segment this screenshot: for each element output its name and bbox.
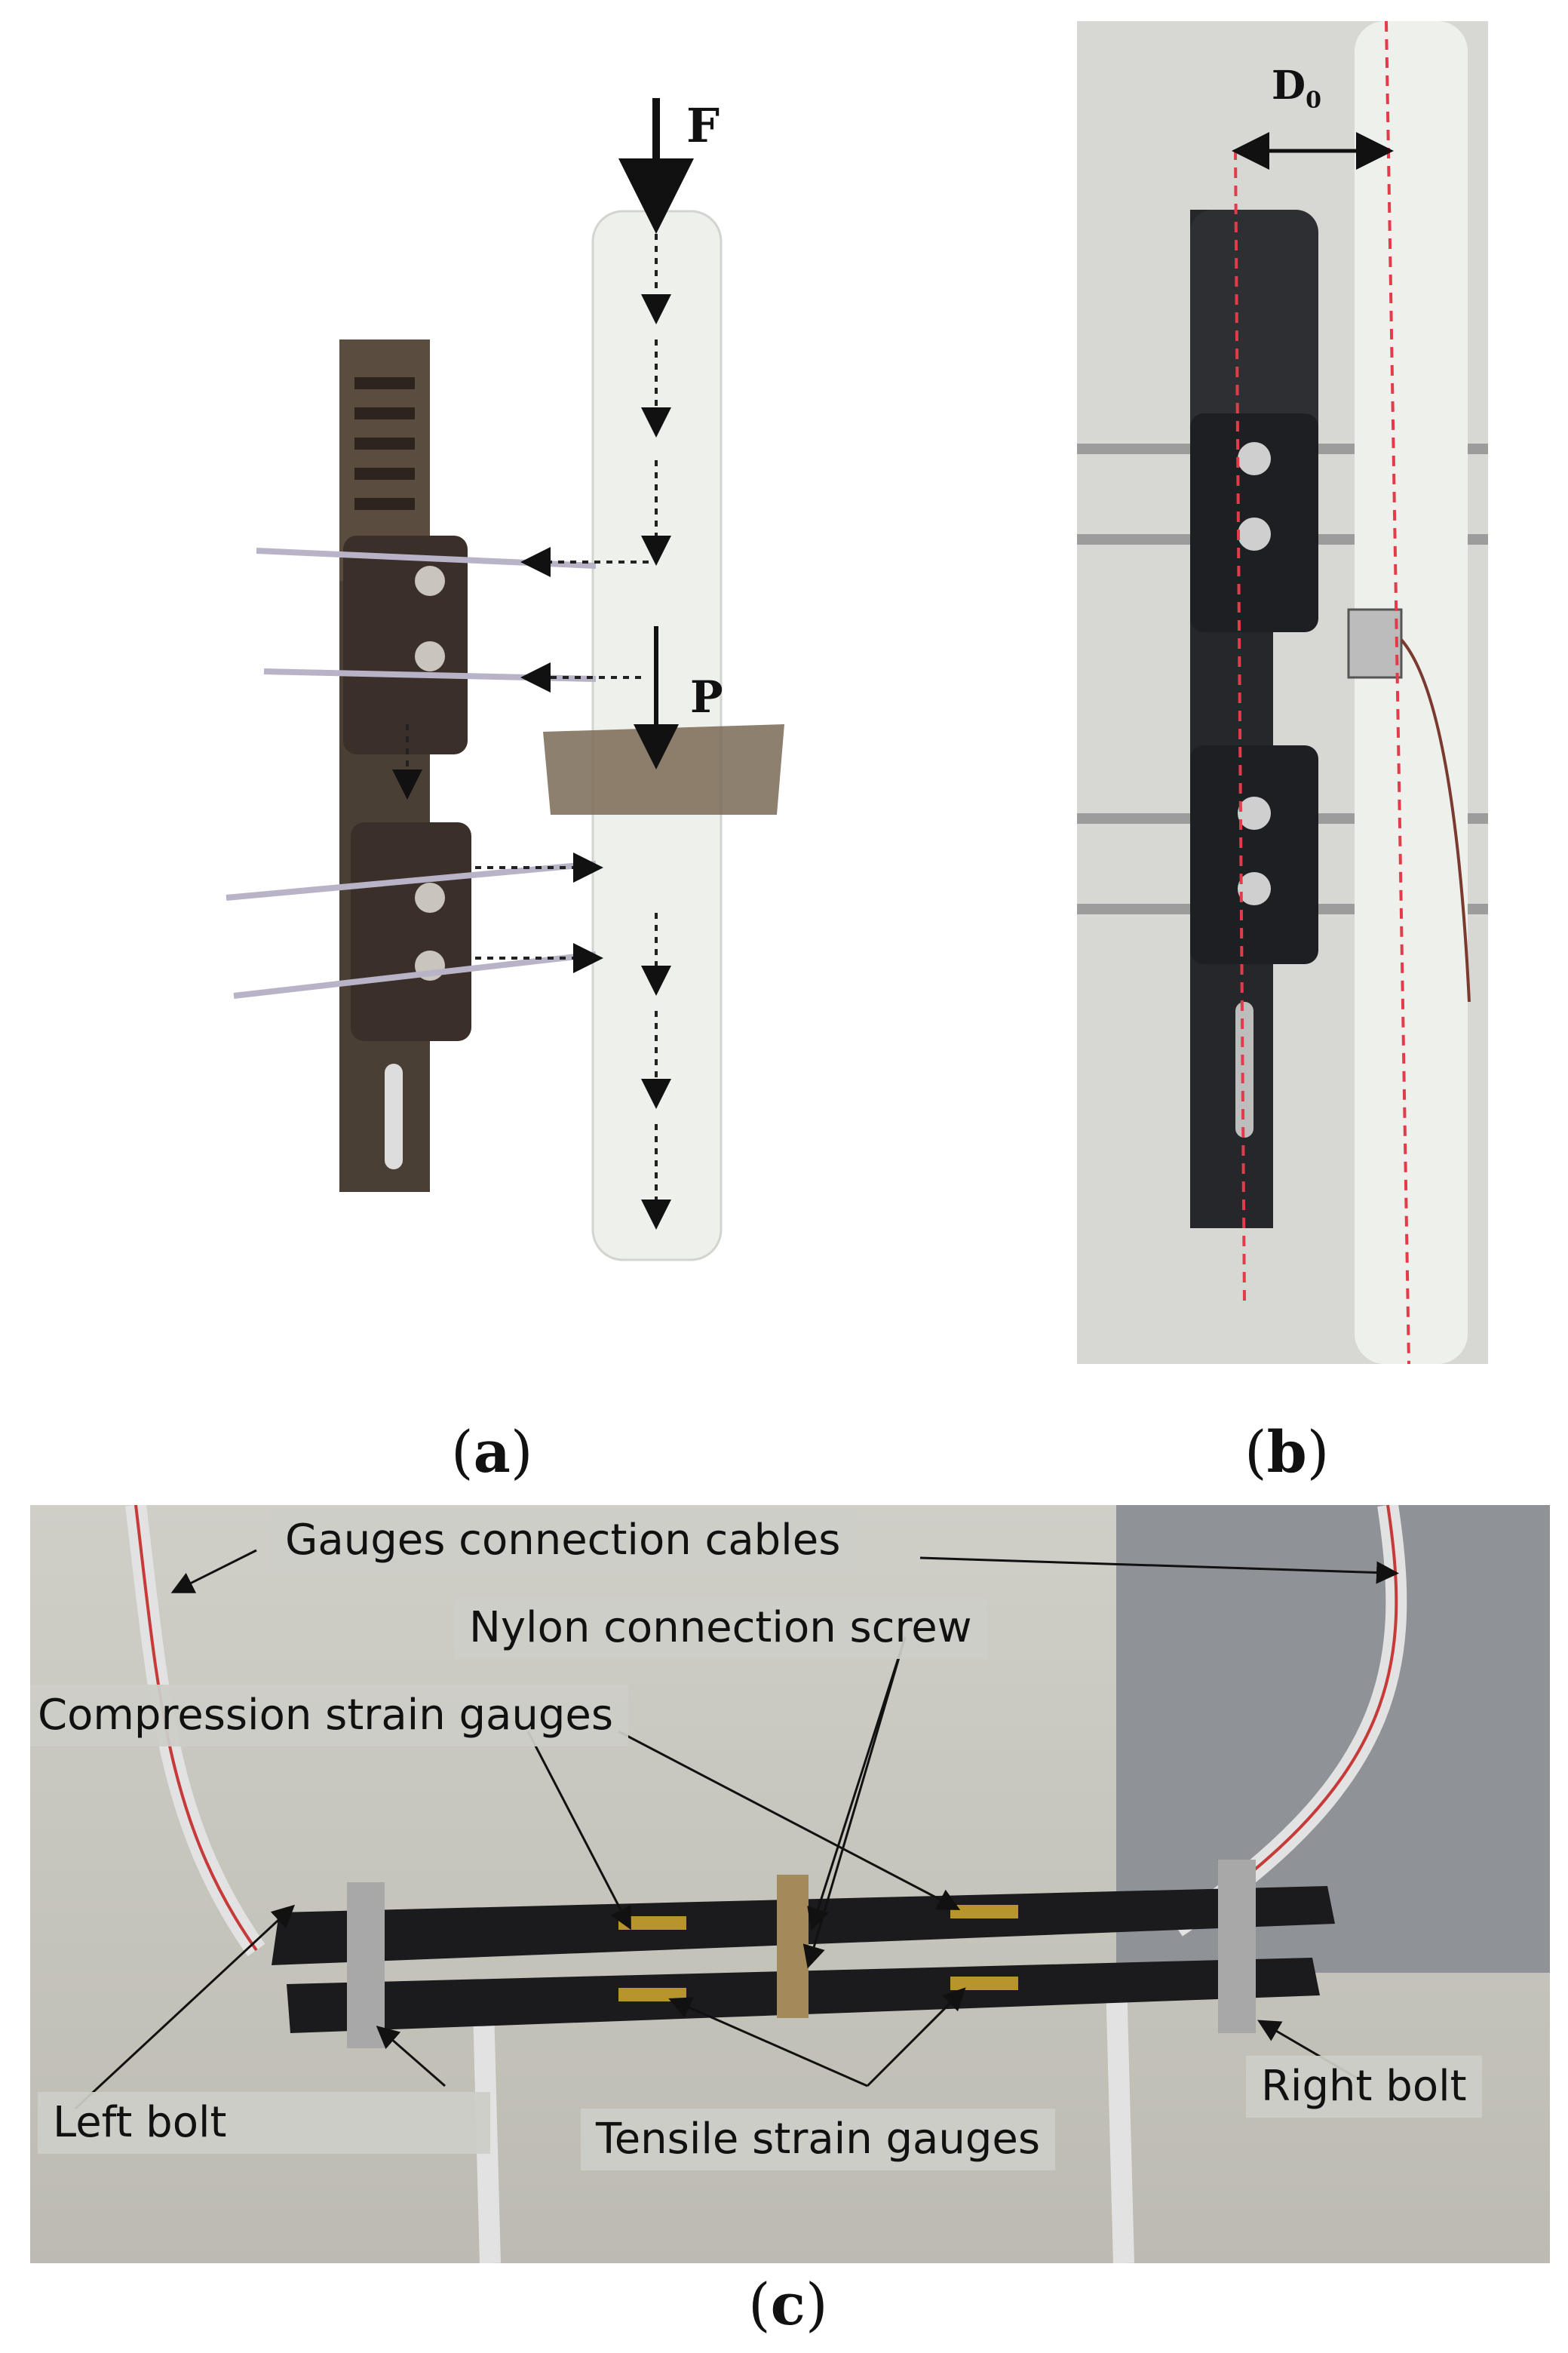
panel-label-b: (b) (1244, 1418, 1330, 1485)
label-tensile-gauges: Tensile strain gauges (581, 2109, 1056, 2170)
panel-c-photo: Gauges connection cables Nylon connectio… (30, 1505, 1550, 2263)
panel-b-illustration (1077, 21, 1488, 1364)
distance-label: D0 (1272, 63, 1321, 114)
panel-a-illustration (226, 98, 784, 1261)
clamp-lower (351, 822, 471, 1041)
clamp-upper (343, 536, 468, 754)
panel-a: F P (189, 68, 852, 1350)
nylon-screw (777, 1875, 809, 2018)
point-label: P (690, 671, 723, 723)
fixator-axis-line (1234, 149, 1246, 1304)
label-compression-gauges: Compression strain gauges (30, 1685, 629, 1746)
label-right-bolt: Right bolt (1246, 2056, 1482, 2118)
tube-axis-line (1385, 21, 1410, 1364)
right-bolt (1218, 1860, 1256, 2033)
bone-tube-b (1355, 21, 1468, 1364)
label-nylon-screw: Nylon connection screw (454, 1597, 987, 1659)
label-left-bolt: Left bolt (38, 2092, 490, 2154)
panel-label-c: (c) (748, 2271, 828, 2338)
panel-b-photo: D0 (1077, 21, 1488, 1364)
force-label: F (686, 98, 720, 153)
left-bolt (347, 1882, 385, 2048)
panel-label-a: (a) (451, 1418, 533, 1485)
label-gauges-cables: Gauges connection cables (270, 1510, 856, 1571)
